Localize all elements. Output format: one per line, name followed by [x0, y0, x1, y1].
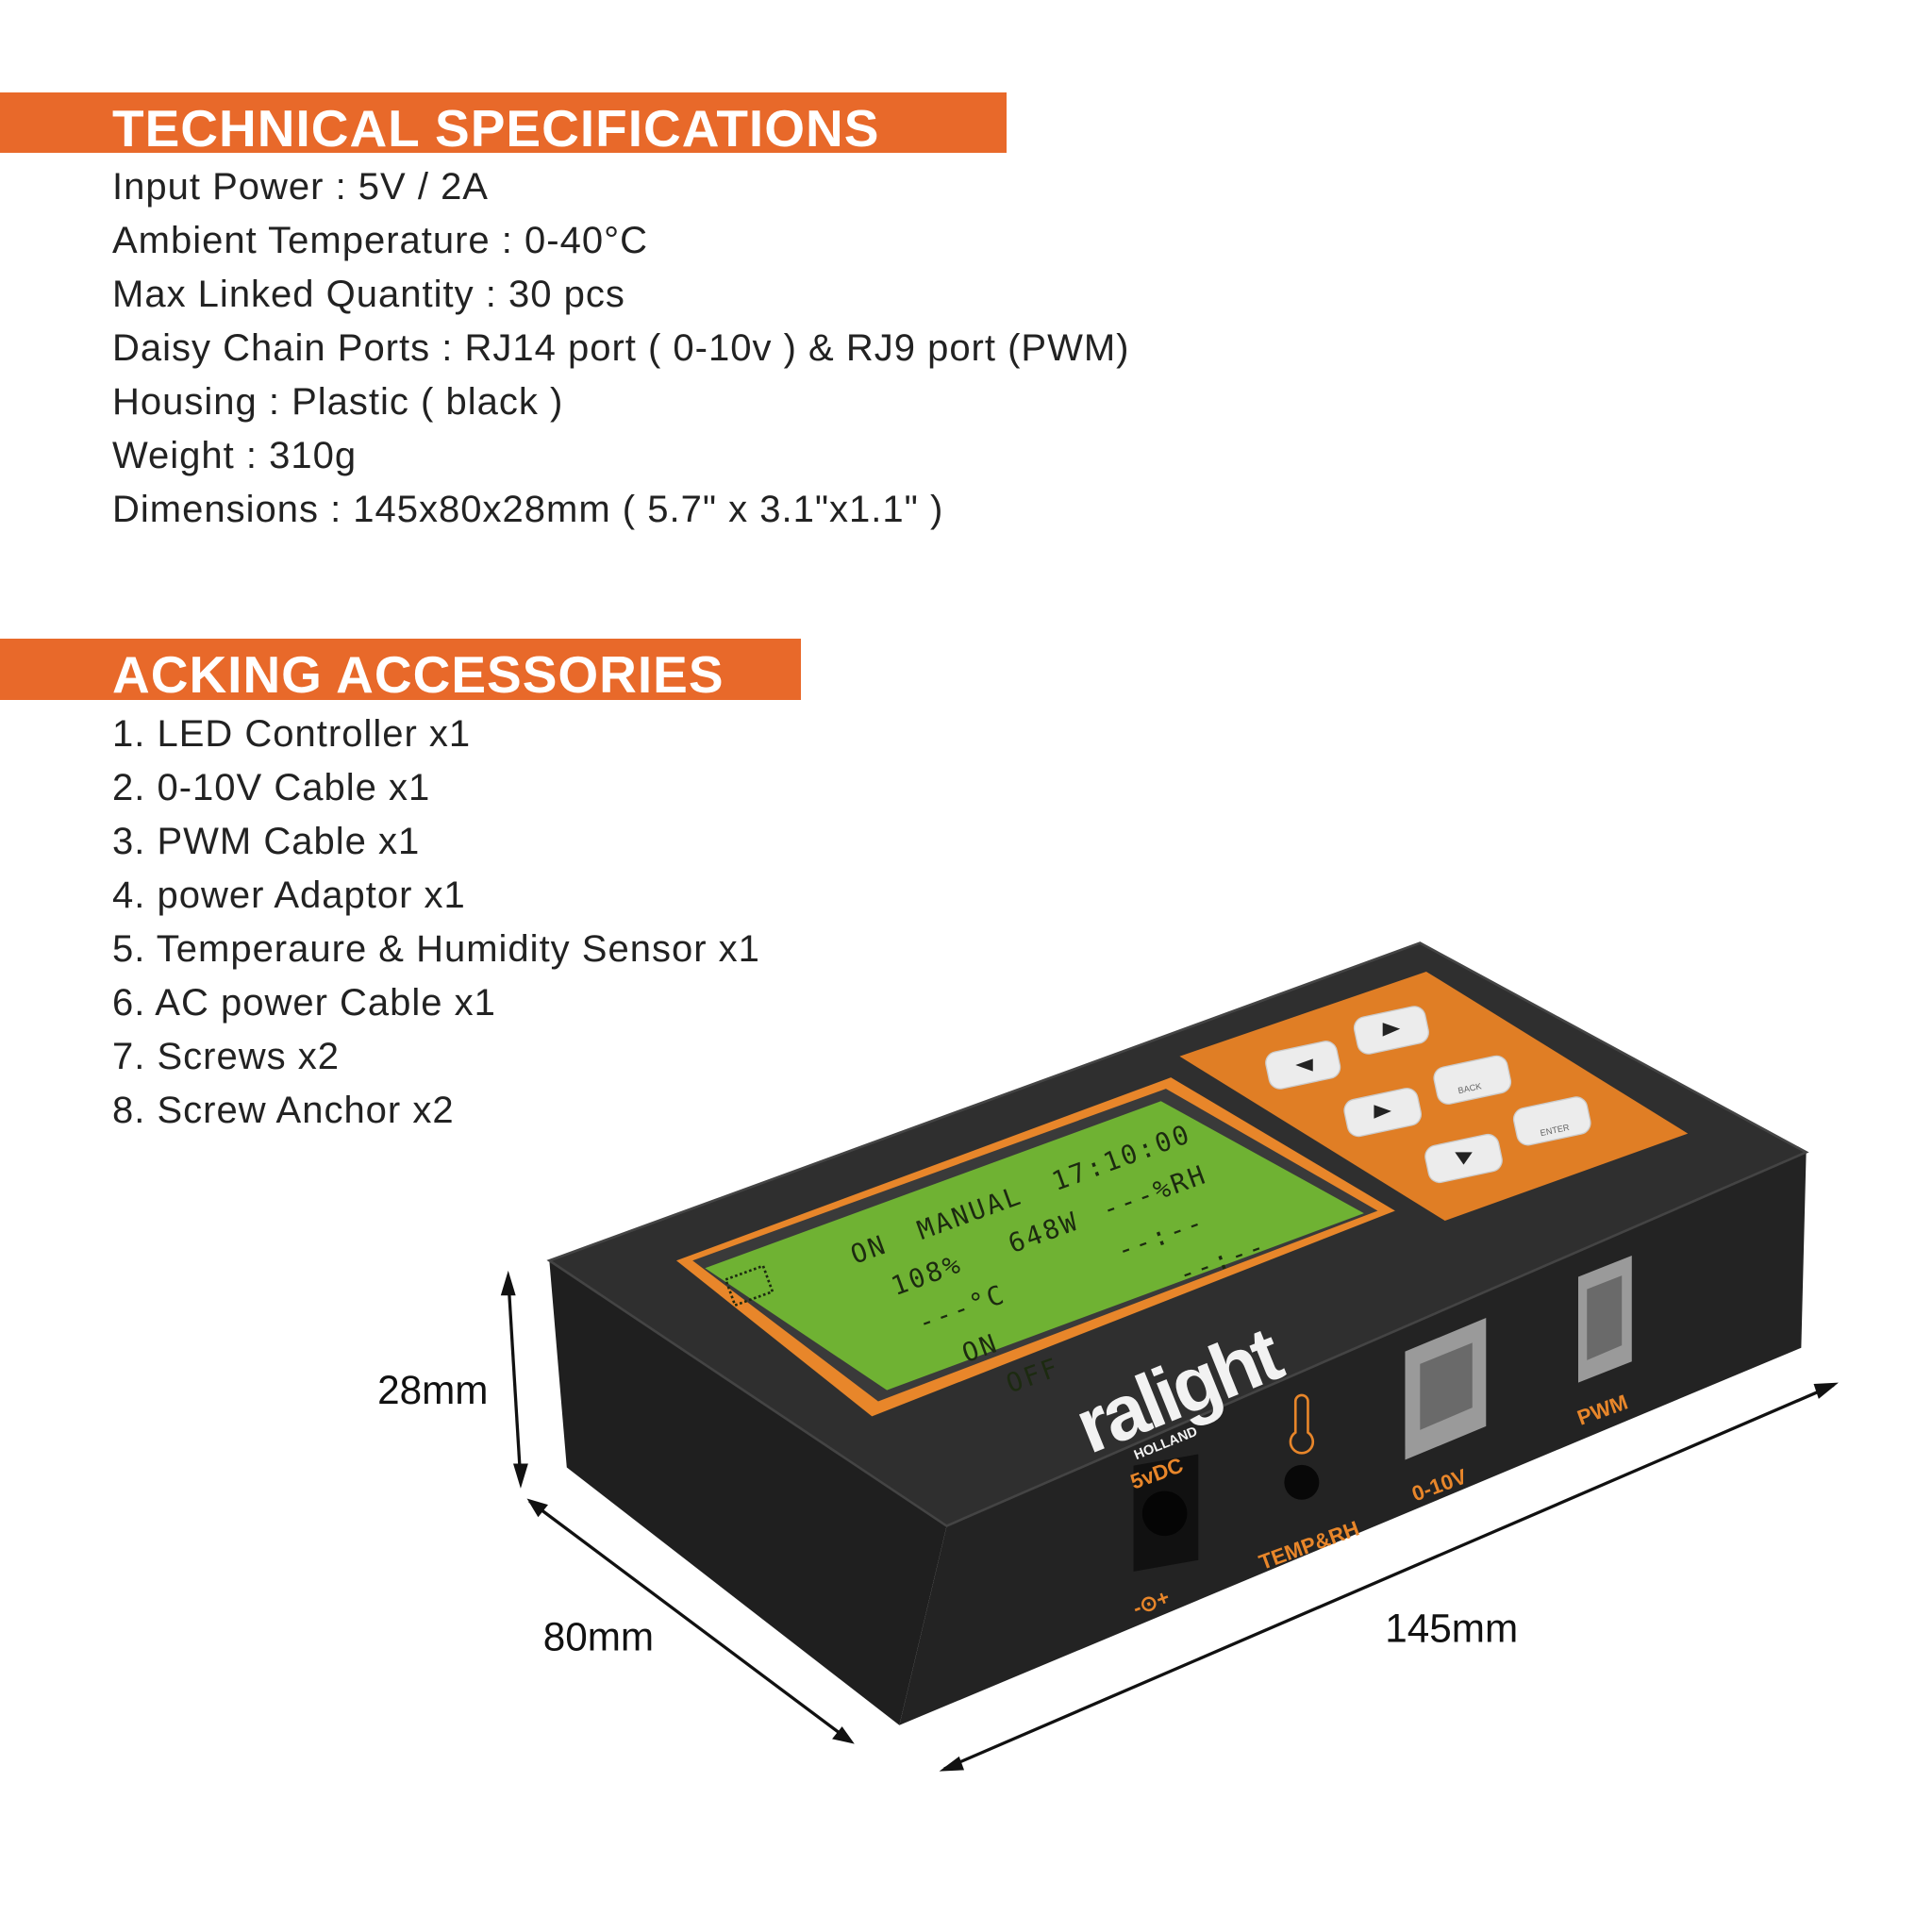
- accessory-item: 8. Screw Anchor x2: [112, 1090, 455, 1131]
- spec-item: Housing : Plastic ( black ): [112, 381, 564, 423]
- enter-button[interactable]: [1511, 1095, 1592, 1147]
- thermometer-icon: [1289, 1393, 1315, 1455]
- height-dimension-line: [507, 1276, 523, 1483]
- spec-item: Ambient Temperature : 0-40°C: [112, 220, 648, 261]
- accessory-item: 2. 0-10V Cable x1: [112, 767, 431, 808]
- housing-left-face: [549, 1260, 947, 1725]
- left-arrow-icon: [1295, 1058, 1313, 1072]
- accessory-item: 4. power Adaptor x1: [112, 874, 466, 916]
- depth-dimension-line: [528, 1499, 852, 1743]
- length-label: 145mm: [1385, 1606, 1518, 1650]
- accessory-item: 5. Temperaure & Humidity Sensor x1: [112, 928, 760, 970]
- height-label: 28mm: [377, 1368, 488, 1412]
- spec-item: Weight : 310g: [112, 435, 358, 476]
- spec-item: Input Power : 5V / 2A: [112, 166, 489, 208]
- accessory-item: 3. PWM Cable x1: [112, 821, 421, 862]
- accessory-item: 6. AC power Cable x1: [112, 982, 496, 1024]
- keypad: [1179, 971, 1689, 1222]
- lcd-screen: [705, 1101, 1364, 1391]
- spec-item: Dimensions : 145x80x28mm ( 5.7" x 3.1"x1…: [112, 489, 944, 530]
- accessories-title: ACKING ACCESSORIES: [112, 645, 724, 704]
- accessories-list: 1. LED Controller x1 2. 0-10V Cable x1 3…: [112, 708, 760, 1138]
- specs-list: Input Power : 5V / 2A Ambient Temperatur…: [112, 160, 1130, 537]
- accessories-banner: ACKING ACCESSORIES: [0, 639, 801, 704]
- spec-item: Daisy Chain Ports : RJ14 port ( 0-10v ) …: [112, 327, 1130, 369]
- right-arrow-icon: [1382, 1023, 1401, 1037]
- specs-title: TECHNICAL SPECIFICATIONS: [112, 99, 880, 158]
- back-button[interactable]: [1432, 1054, 1513, 1106]
- sensor-jack: [1284, 1464, 1320, 1500]
- specs-banner: TECHNICAL SPECIFICATIONS: [0, 92, 1007, 158]
- length-dimension-line: [943, 1383, 1835, 1771]
- accessory-item: 1. LED Controller x1: [112, 713, 472, 755]
- down-arrow-icon: [1455, 1152, 1473, 1165]
- menu-icon: [724, 1264, 774, 1307]
- up-arrow-icon: [1374, 1105, 1391, 1119]
- accessory-item: 7. Screws x2: [112, 1036, 340, 1077]
- spec-item: Max Linked Quantity : 30 pcs: [112, 274, 625, 315]
- depth-label: 80mm: [543, 1615, 654, 1659]
